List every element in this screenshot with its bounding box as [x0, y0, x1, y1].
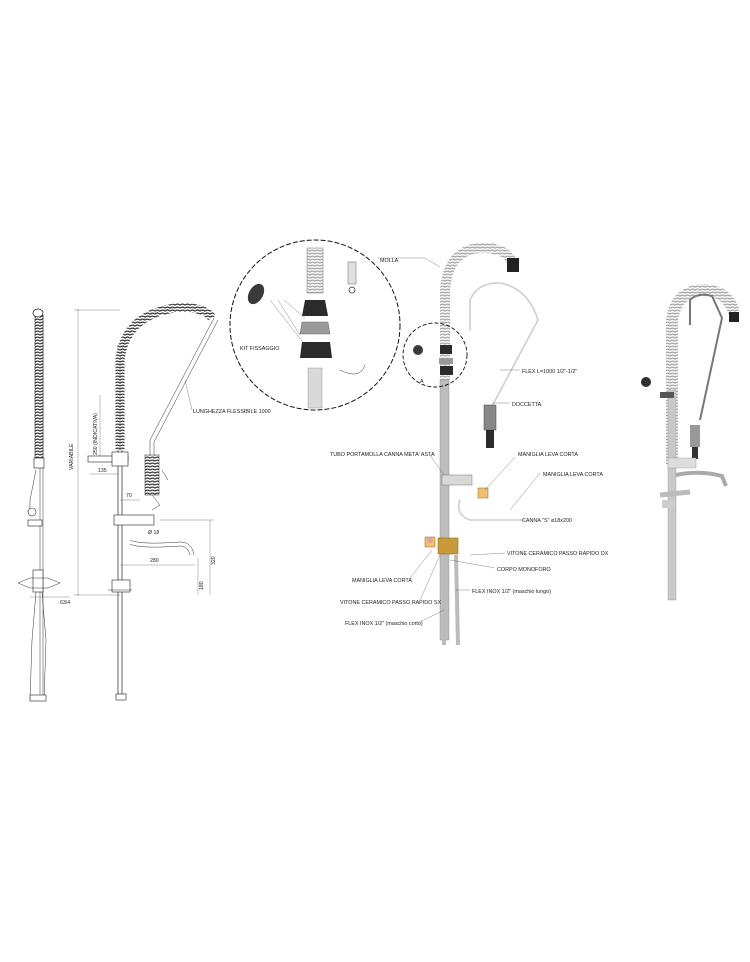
- dimension-250: 250 (INDICATIVA): [93, 413, 99, 455]
- detail-a-label: A: [420, 379, 424, 385]
- exploded-view-drawing: A MOLLA FLEX L=1000 1/2"-1/2": [330, 242, 609, 646]
- dimension-135: 135: [98, 468, 107, 474]
- maniglia-leva-corta-label-1: MANIGLIA LEVA CORTA: [518, 452, 578, 458]
- dimension-280: 280: [150, 558, 159, 564]
- flex-l1000-label: FLEX L=1000 1/2"-1/2": [522, 369, 577, 375]
- canna-s-label: CANNA "S" ø18x200: [522, 518, 572, 524]
- doccetta-label: DOCCETTA: [512, 402, 542, 408]
- maniglia-leva-corta-label-2: MANIGLIA LEVA CORTA: [543, 472, 603, 478]
- side-view-drawing: 63/4: [17, 308, 70, 702]
- variabile-label: VARIABILE: [69, 443, 75, 470]
- lunghezza-flessibile-label: LUNGHEZZA FLESSIBILE 1000: [193, 409, 271, 415]
- corpo-monoforo-label: CORPO MONOFORO: [497, 567, 551, 573]
- tubo-portamolla-label: TUBO PORTAMOLLA CANNA META' ASTA: [330, 452, 435, 458]
- maniglia-leva-corta-label-3: MANIGLIA LEVA CORTA: [352, 578, 412, 584]
- kit-fissaggio-detail: KIT FISSAGGIO: [229, 239, 401, 411]
- vitone-sx-label: VITONE CERAMICO PASSO RAPIDO SX: [340, 600, 441, 606]
- faucet-render: [641, 283, 740, 601]
- molla-label: MOLLA: [380, 258, 399, 264]
- dimension-60: 63/4: [60, 600, 70, 606]
- front-view-drawing: VARIABILE 250 (INDICATIVA) 135 70 Ø 18 2…: [69, 303, 271, 701]
- dimension-180: 180: [199, 581, 205, 590]
- flex-corto-label: FLEX INOX 1/2" (maschio corto): [345, 621, 423, 627]
- vitone-dx-label: VITONE CERAMICO PASSO RAPIDO DX: [507, 551, 609, 557]
- kit-fissaggio-label: KIT FISSAGGIO: [240, 346, 279, 352]
- dimension-70: 70: [126, 493, 132, 499]
- dimension-320: 320: [211, 556, 217, 565]
- dimension-18: Ø 18: [148, 530, 159, 536]
- flex-lungo-label: FLEX INOX 1/2" (maschio lungo): [472, 589, 551, 595]
